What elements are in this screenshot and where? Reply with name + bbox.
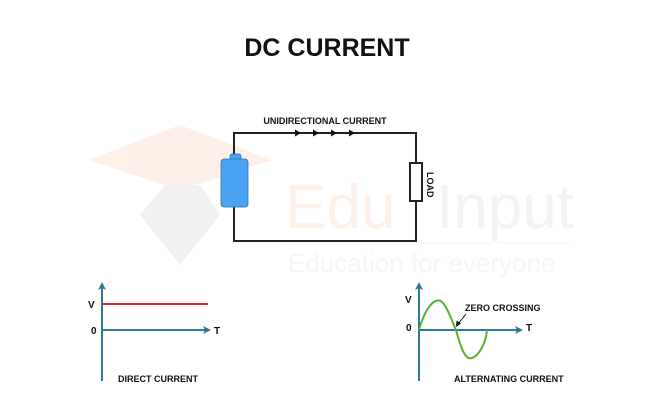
current-label: UNIDIRECTIONAL CURRENT xyxy=(263,116,387,126)
zero-crossing-label: ZERO CROSSING xyxy=(465,303,541,313)
circuit-wire xyxy=(233,132,417,242)
circuit: UNIDIRECTIONAL CURRENT LOAD xyxy=(220,116,435,242)
battery-icon xyxy=(220,153,249,208)
ac-origin-label: 0 xyxy=(406,323,412,334)
ac-caption: ALTERNATING CURRENT xyxy=(454,374,564,384)
current-direction-arrows xyxy=(295,129,355,137)
watermark-brand-input: Input xyxy=(436,173,574,242)
ac-sine-wave xyxy=(418,299,488,360)
pen-nib-icon xyxy=(140,185,220,265)
zero-crossing-arrow xyxy=(456,320,461,327)
dc-y-label: V xyxy=(88,300,95,311)
dc-graph: V 0 T DIRECT CURRENT xyxy=(88,282,220,384)
load-resistor xyxy=(409,162,423,202)
dc-origin-label: 0 xyxy=(91,326,97,337)
load-label: LOAD xyxy=(425,172,435,198)
watermark: Edu Input Education for everyone xyxy=(88,125,574,278)
dc-x-label: T xyxy=(214,326,220,337)
ac-y-label: V xyxy=(405,295,412,306)
ac-graph: ZERO CROSSING V 0 T ALTERNATING CURRENT xyxy=(405,282,564,384)
page-title: DC CURRENT xyxy=(244,34,409,62)
watermark-tagline: Education for everyone xyxy=(288,248,555,278)
watermark-brand-edu: Edu xyxy=(285,173,395,242)
ac-x-label: T xyxy=(526,323,532,334)
dc-caption: DIRECT CURRENT xyxy=(118,374,199,384)
